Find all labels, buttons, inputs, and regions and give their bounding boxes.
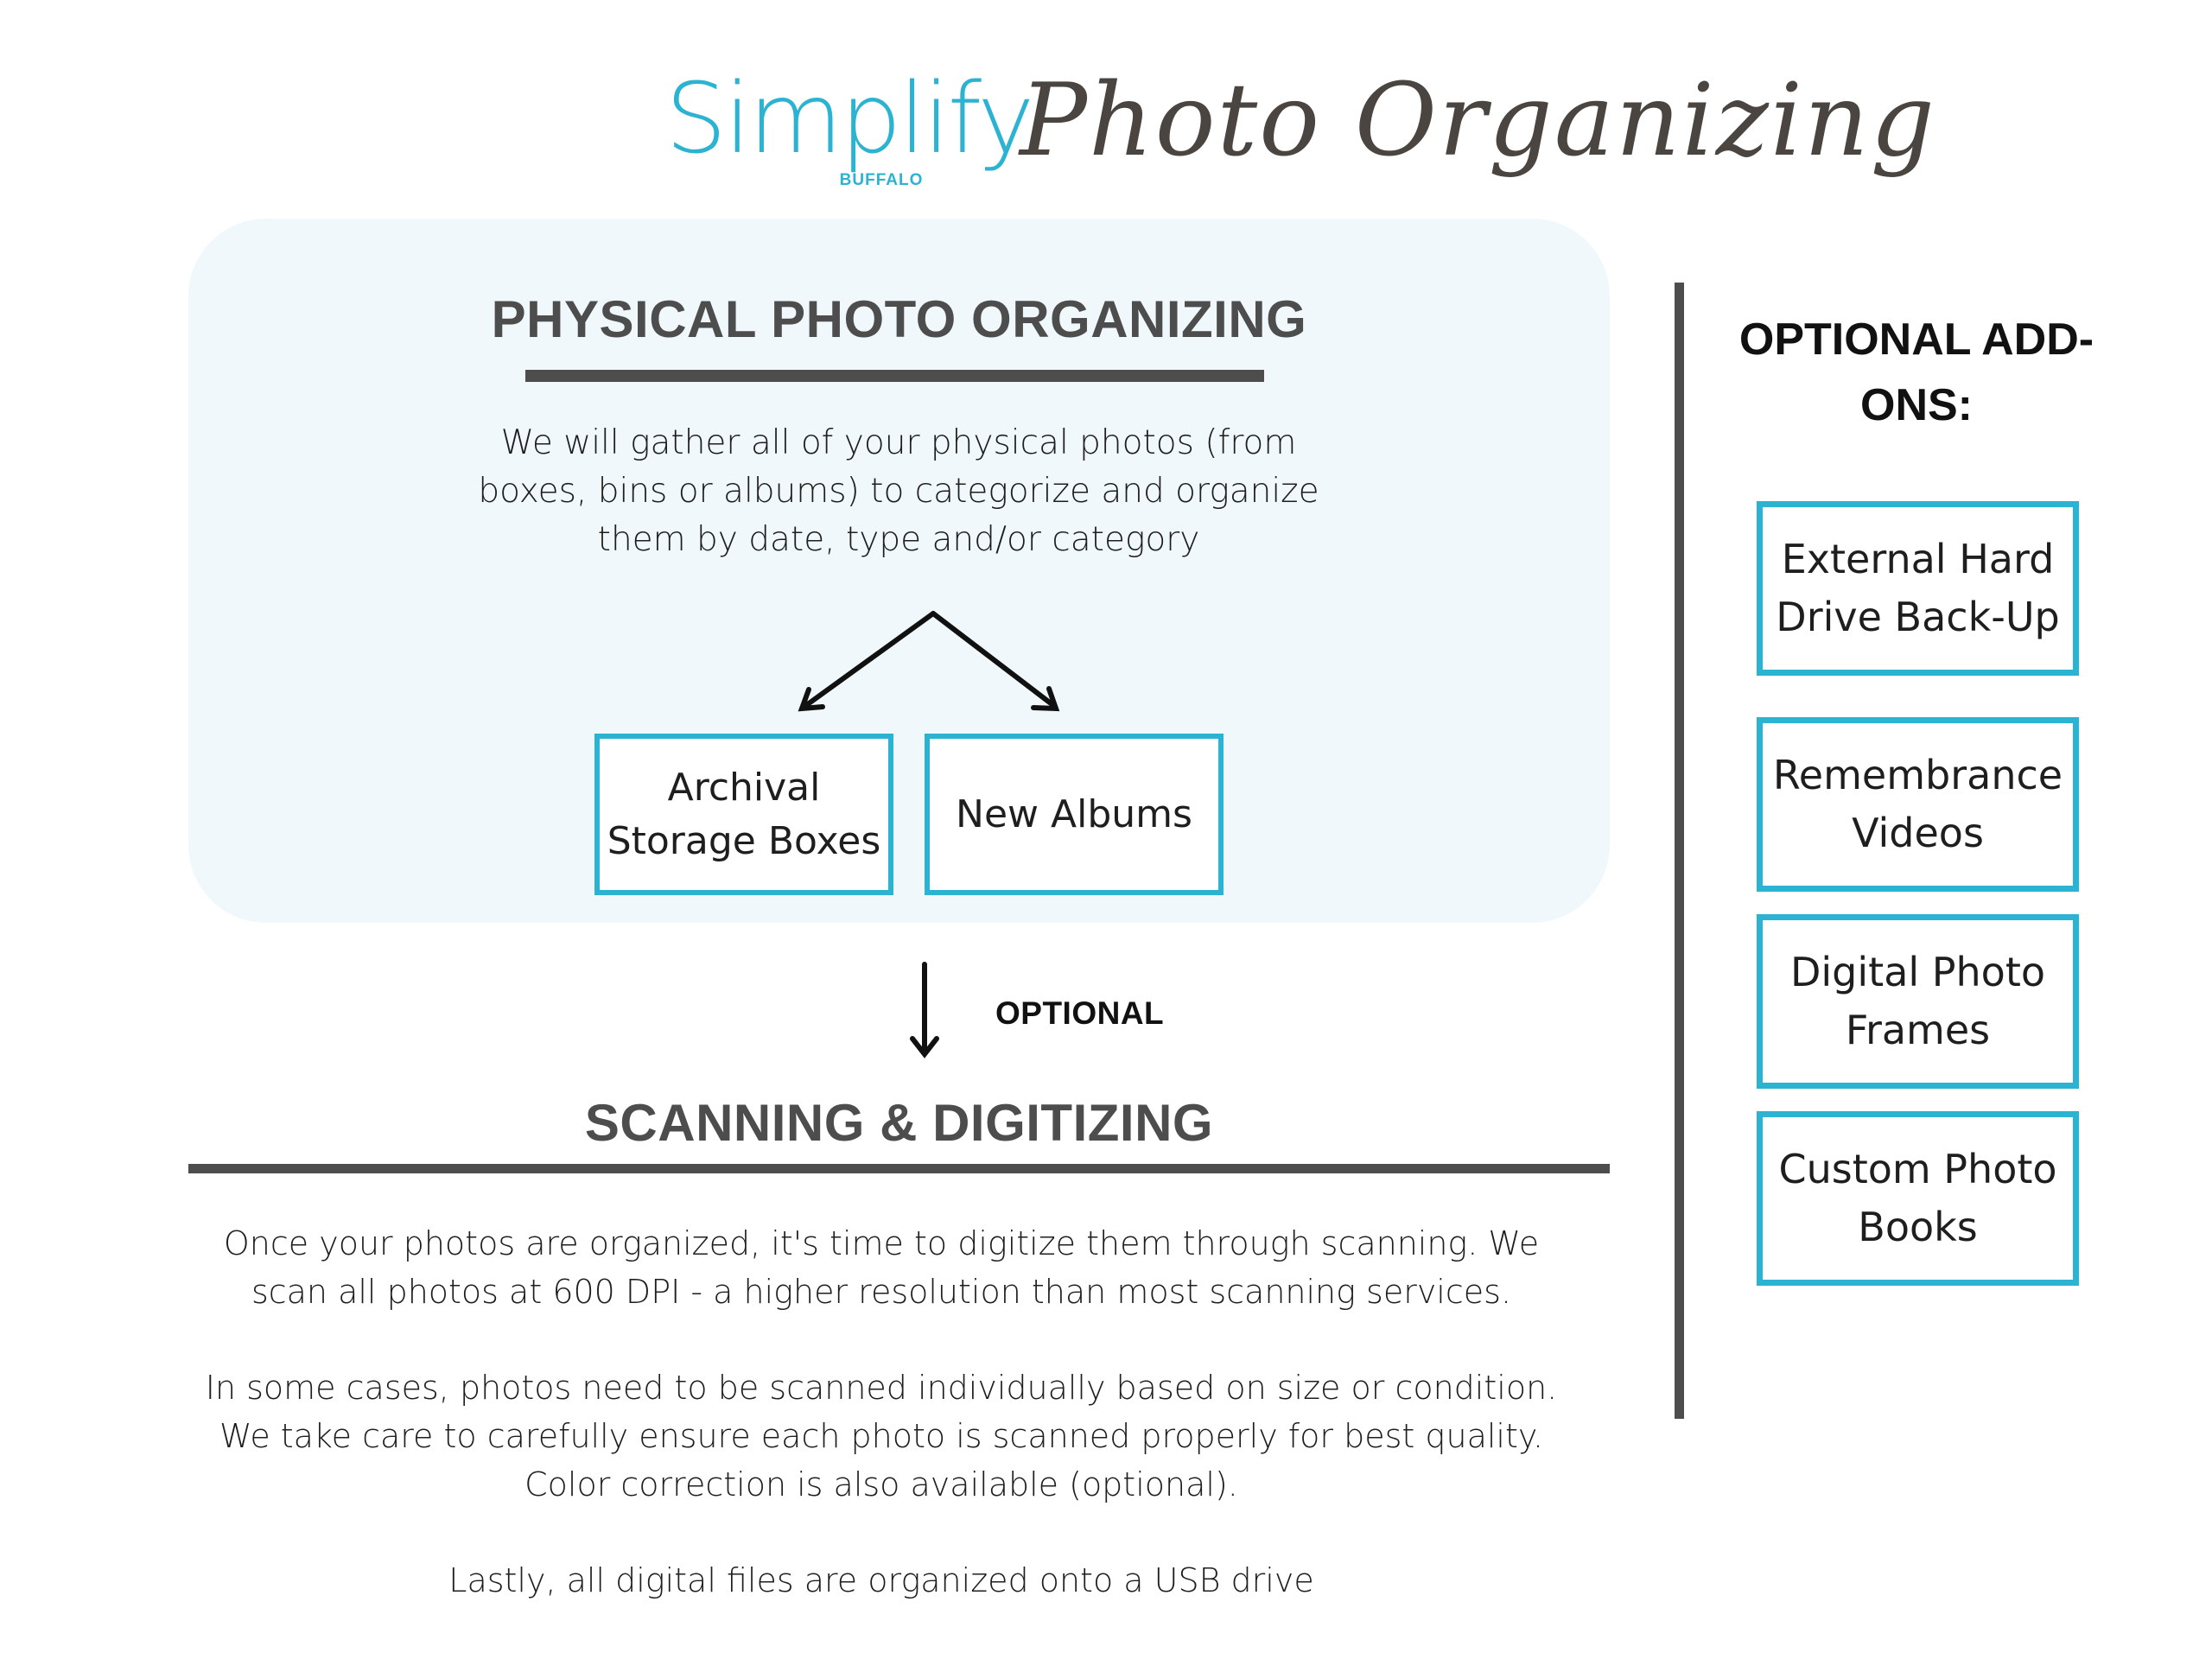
- branch-arrows: [798, 611, 1060, 712]
- physical-panel: [188, 219, 1610, 923]
- vertical-divider: [1675, 283, 1684, 1419]
- physical-title: PHYSICAL PHOTO ORGANIZING: [491, 290, 1307, 348]
- addon-custom-photo-books: Custom Photo Books: [1757, 1111, 2079, 1286]
- option-new-albums: New Albums: [925, 734, 1224, 895]
- scanning-paragraph: In some cases, photos need to be scanned…: [205, 1369, 1558, 1503]
- addon-digital-photo-frames: Digital Photo Frames: [1757, 914, 2079, 1089]
- addon-remembrance-videos: Remembrance Videos: [1757, 717, 2079, 892]
- brand-logo: Simplify: [665, 63, 1034, 175]
- addon-external-hard-drive: External Hard Drive Back-Up: [1757, 501, 2079, 676]
- scanning-title-rule: [188, 1164, 1610, 1173]
- addons-title: OPTIONAL ADD-ONS:: [1738, 315, 2094, 430]
- arrow-right-head: [1031, 686, 1060, 712]
- option-archival-boxes: Archival Storage Boxes: [594, 734, 893, 895]
- arrow-left: [803, 611, 936, 709]
- scanning-paragraph: Once your photos are organized, it's tim…: [223, 1224, 1540, 1311]
- scanning-title: SCANNING & DIGITIZING: [584, 1094, 1214, 1152]
- optional-label: OPTIONAL: [995, 995, 1165, 1031]
- down-arrow-icon: [910, 962, 939, 1058]
- physical-description: We will gather all of your physical phot…: [478, 423, 1319, 559]
- arrow-left-head: [798, 687, 825, 712]
- scanning-paragraph: Lastly, all digital files are organized …: [448, 1561, 1314, 1599]
- arrow-right: [931, 611, 1057, 709]
- physical-title-rule: [525, 370, 1264, 382]
- brand-sub: BUFFALO: [839, 171, 924, 189]
- script-title: Photo Organizing: [1020, 62, 1936, 179]
